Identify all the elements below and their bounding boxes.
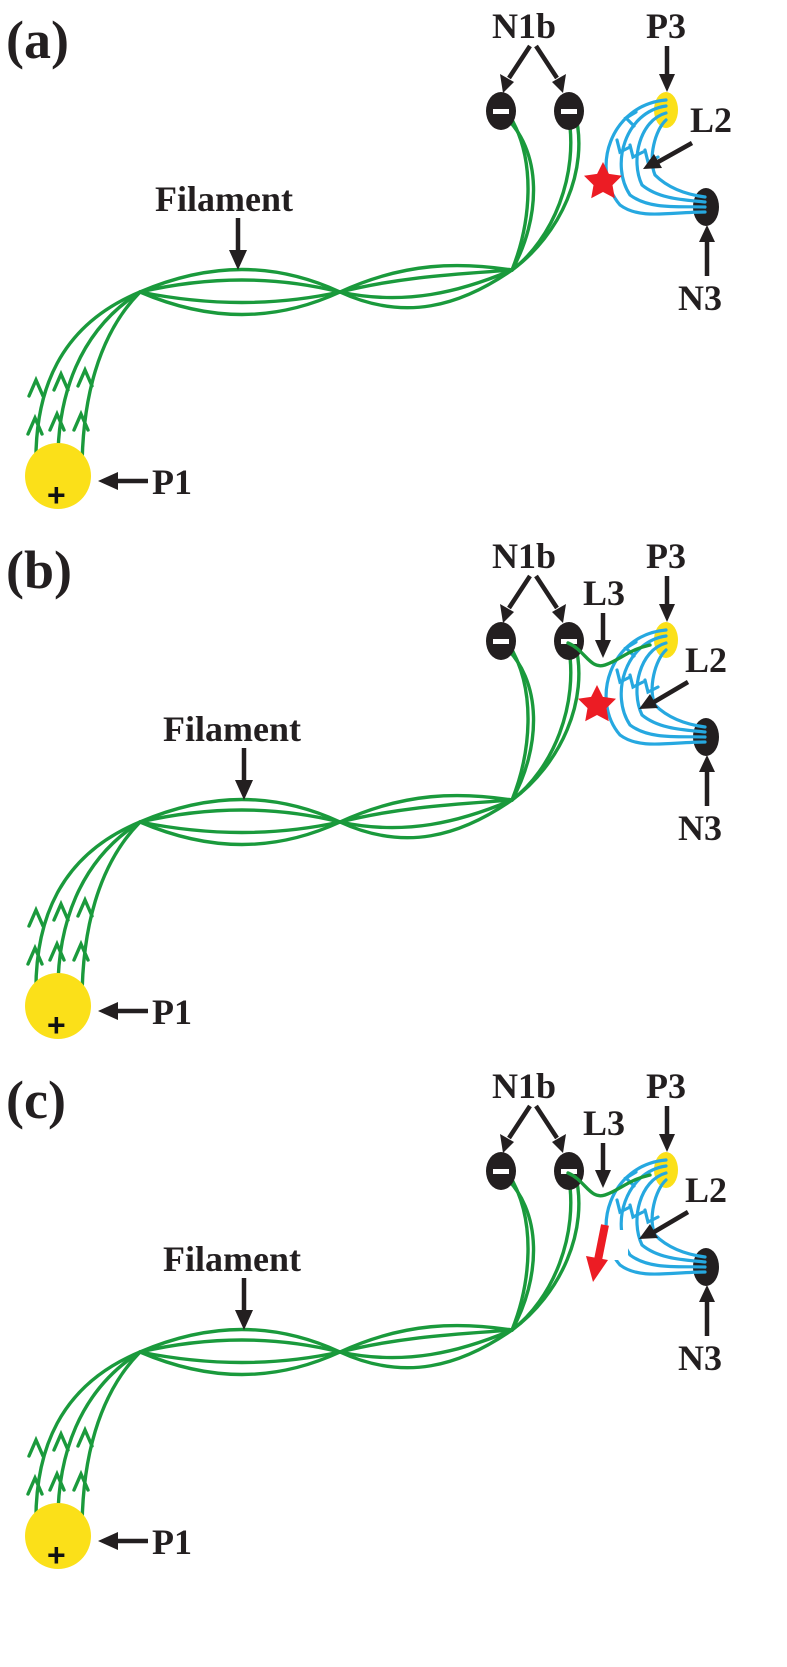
filament-label: Filament	[163, 1239, 301, 1279]
panel-label: (c)	[6, 1070, 66, 1130]
positive-sign: +	[47, 1537, 66, 1573]
n3-label: N3	[678, 1338, 722, 1378]
n1b-label: N1b	[492, 6, 556, 46]
p3-label: P3	[646, 6, 686, 46]
l3-field-line	[566, 1171, 652, 1198]
p1-label: P1	[152, 462, 192, 502]
red-motion-arrow	[586, 1224, 609, 1282]
l2-label: L2	[690, 100, 732, 140]
l2-label: L2	[685, 1170, 727, 1210]
p3-label: P3	[646, 1066, 686, 1106]
n1b-label: N1b	[492, 1066, 556, 1106]
p1-label: P1	[152, 992, 192, 1032]
p1-label: P1	[152, 1522, 192, 1562]
positive-sign: +	[47, 477, 66, 513]
filament-label: Filament	[155, 179, 293, 219]
panel-b: (b) Filament N1b L3 P3 L2 N3 P1 +	[6, 536, 727, 1043]
positive-sign: +	[47, 1007, 66, 1043]
panel-a: (a) Filament N1b P3 L2 N3 P1 +	[6, 6, 732, 513]
panel-c: (c) Filament N1b L3 P3 L2 N3 P1 +	[6, 1066, 727, 1573]
n3-label: N3	[678, 808, 722, 848]
l2-label: L2	[685, 640, 727, 680]
l3-label: L3	[583, 573, 625, 613]
n3-label: N3	[678, 278, 722, 318]
reconnection-star	[584, 162, 622, 199]
panel-label: (a)	[6, 10, 69, 70]
filament-label: Filament	[163, 709, 301, 749]
l3-label: L3	[583, 1103, 625, 1143]
panel-label: (b)	[6, 540, 72, 600]
p3-label: P3	[646, 536, 686, 576]
n1b-label: N1b	[492, 536, 556, 576]
l3-field-line	[566, 641, 652, 668]
